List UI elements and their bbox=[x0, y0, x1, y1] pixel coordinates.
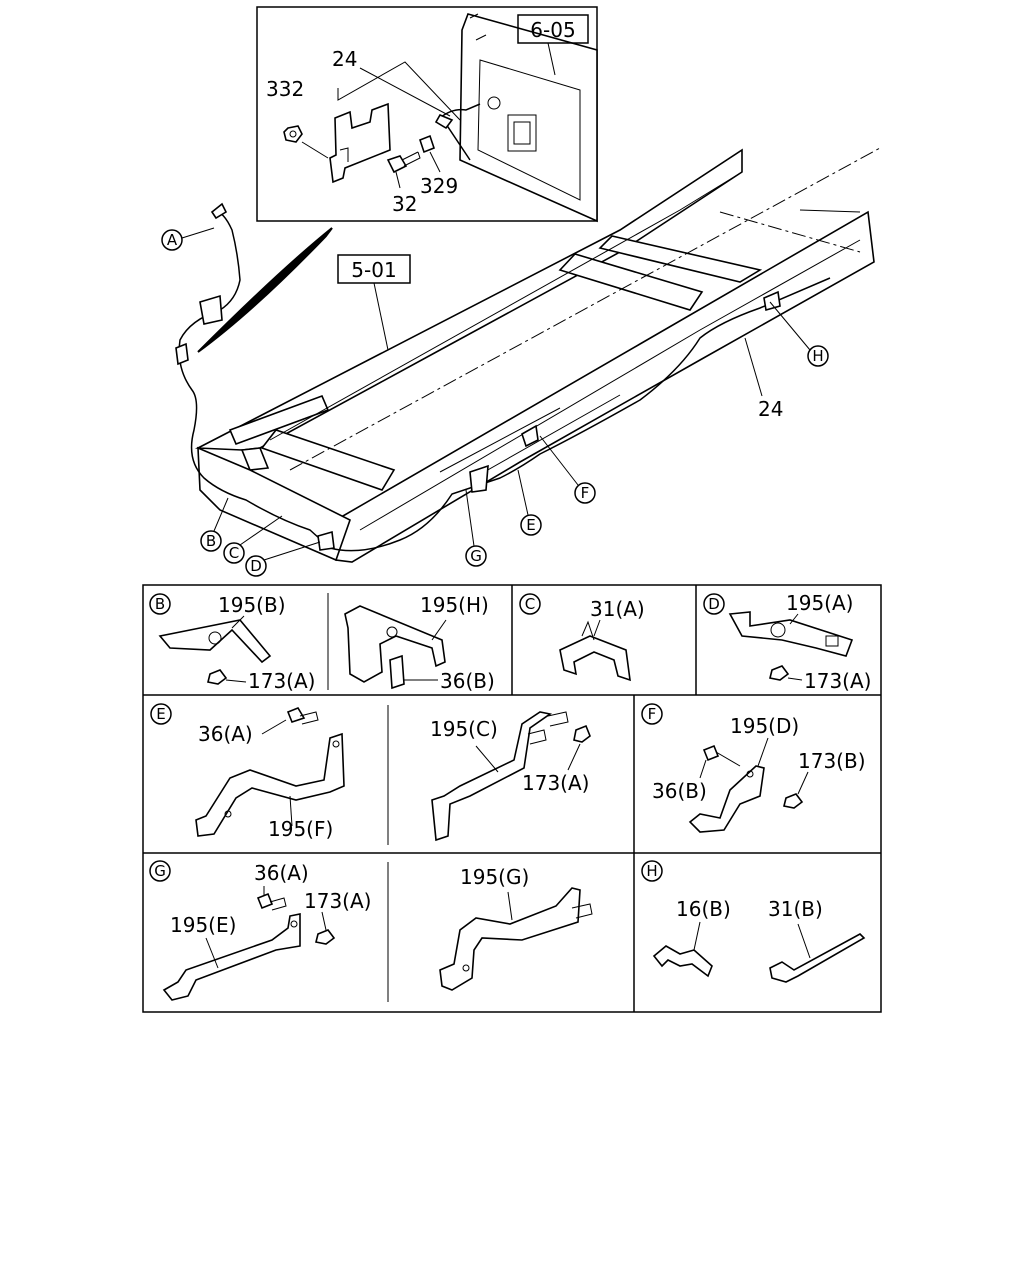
label-36a-e: 36(A) bbox=[198, 722, 253, 746]
label-332: 332 bbox=[266, 77, 304, 101]
bracket-195d-icon bbox=[688, 765, 765, 833]
detail-g-tag: G bbox=[154, 862, 166, 880]
label-36b-f: 36(B) bbox=[652, 779, 707, 803]
bolt-32-icon bbox=[386, 155, 408, 174]
bolt-36b-icon bbox=[389, 654, 405, 690]
bracket-195b-icon bbox=[158, 619, 272, 664]
label-195d: 195(D) bbox=[730, 714, 799, 738]
label-173b: 173(B) bbox=[798, 749, 866, 773]
center-line bbox=[289, 147, 881, 471]
nut-173b-icon bbox=[783, 793, 804, 809]
label-24-inset: 24 bbox=[332, 47, 357, 71]
bolt-36a-g-icon bbox=[256, 892, 274, 910]
cab-panel bbox=[459, 13, 598, 223]
detail-grid bbox=[142, 584, 882, 1013]
callout-f[interactable]: F bbox=[539, 435, 596, 504]
bracket-icon bbox=[329, 102, 391, 184]
callout-g[interactable]: G bbox=[465, 489, 487, 567]
label-31a: 31(A) bbox=[590, 597, 645, 621]
ref-box-6-05[interactable] bbox=[517, 14, 589, 44]
bracket-195h-icon bbox=[344, 605, 446, 683]
detail-g: G 36(A) 173(A) 195(E) 195(G) bbox=[149, 860, 593, 1001]
callout-e[interactable]: E bbox=[517, 469, 542, 536]
label-329: 329 bbox=[420, 174, 458, 198]
label-16b: 16(B) bbox=[676, 897, 731, 921]
callout-d[interactable]: D bbox=[245, 541, 321, 577]
ref-5-01-label: 5-01 bbox=[351, 258, 396, 282]
detail-h-tag: H bbox=[646, 862, 657, 880]
washer-329-icon bbox=[419, 134, 435, 154]
bolt-36a-e-icon bbox=[286, 707, 306, 723]
nut-173a-g-icon bbox=[315, 929, 336, 945]
clip-31a-icon bbox=[559, 635, 631, 682]
svg-text:H: H bbox=[812, 347, 823, 365]
nut-173a-icon bbox=[207, 669, 228, 685]
svg-text:C: C bbox=[229, 544, 239, 562]
detail-c-tag: C bbox=[525, 595, 535, 613]
label-195h: 195(H) bbox=[420, 593, 489, 617]
detail-c: C 31(A) bbox=[519, 593, 645, 682]
bracket-195e-icon bbox=[162, 913, 301, 1001]
callout-b[interactable]: B bbox=[200, 497, 229, 552]
detail-d-tag: D bbox=[708, 595, 720, 613]
cable-24 bbox=[178, 210, 831, 552]
svg-text:B: B bbox=[206, 532, 216, 550]
svg-text:E: E bbox=[526, 516, 535, 534]
label-173a-e: 173(A) bbox=[522, 771, 589, 795]
detail-f: F 195(D) 36(B) 173(B) bbox=[641, 703, 866, 833]
svg-text:D: D bbox=[250, 557, 262, 575]
nut-173a-d-icon bbox=[769, 665, 790, 681]
hose-icon bbox=[197, 227, 333, 353]
svg-text:F: F bbox=[581, 484, 590, 502]
detail-e-tag: E bbox=[156, 705, 165, 723]
label-24-main: 24 bbox=[758, 397, 783, 421]
label-195g: 195(G) bbox=[460, 865, 529, 889]
clip-16b-icon bbox=[652, 945, 713, 978]
nut-173a-e-icon bbox=[573, 724, 591, 743]
label-173a-g: 173(A) bbox=[304, 889, 371, 913]
label-195e: 195(E) bbox=[170, 913, 236, 937]
detail-d: D 195(A) 173(A) bbox=[703, 591, 871, 693]
bracket-195c-icon bbox=[431, 711, 552, 842]
label-173a-b: 173(A) bbox=[248, 669, 315, 693]
tie-31b-icon bbox=[769, 933, 866, 983]
bracket-195f-icon bbox=[195, 732, 345, 837]
callout-h[interactable]: H bbox=[769, 301, 829, 367]
svg-text:G: G bbox=[470, 547, 482, 565]
bracket-195a-icon bbox=[728, 611, 854, 657]
callout-c[interactable]: C bbox=[223, 515, 283, 564]
label-32: 32 bbox=[392, 192, 417, 216]
main-frame-diagram: 5-01 24 A B C D E bbox=[161, 147, 881, 577]
bolt-36b-f-icon bbox=[702, 744, 720, 762]
label-195a: 195(A) bbox=[786, 591, 853, 615]
detail-h: H 16(B) 31(B) bbox=[641, 860, 866, 983]
label-36a-g: 36(A) bbox=[254, 861, 309, 885]
label-31b: 31(B) bbox=[768, 897, 823, 921]
ref-6-05-label: 6-05 bbox=[530, 18, 575, 42]
label-195b: 195(B) bbox=[218, 593, 286, 617]
detail-e: E 36(A) 195(F) 195(C) 173(A) bbox=[150, 703, 591, 842]
nut-332-icon bbox=[283, 125, 303, 143]
label-195f: 195(F) bbox=[268, 817, 333, 841]
detail-b-tag: B bbox=[155, 595, 165, 613]
svg-text:A: A bbox=[167, 231, 178, 249]
detail-f-tag: F bbox=[648, 705, 657, 723]
inset-panel: 6-05 24 332 32 329 bbox=[256, 6, 598, 223]
label-36b-b: 36(B) bbox=[440, 669, 495, 693]
label-173a-d: 173(A) bbox=[804, 669, 871, 693]
detail-b: B 195(B) 173(A) 195(H) 36(B) bbox=[149, 593, 495, 693]
callout-a[interactable]: A bbox=[161, 227, 215, 251]
label-195c: 195(C) bbox=[430, 717, 498, 741]
